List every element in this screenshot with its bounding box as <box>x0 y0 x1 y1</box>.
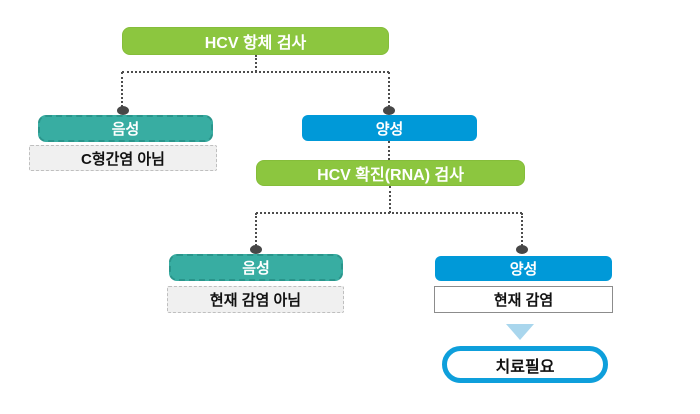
connector-positive-to-rna <box>388 141 390 160</box>
rna-positive-box: 양성 <box>435 256 612 281</box>
connector-level2-left <box>255 213 257 246</box>
rna-positive-result-box: 현재 감염 <box>434 286 613 313</box>
rna-negative-box: 음성 <box>169 254 343 281</box>
down-arrow-icon <box>506 324 534 340</box>
connector-dot-icon <box>516 245 528 254</box>
connector-level1-right <box>388 72 390 107</box>
connector-level1-branch <box>122 71 389 73</box>
antibody-negative-box: 음성 <box>38 115 213 142</box>
connector-dot-icon <box>117 106 129 115</box>
hcv-antibody-test-box: HCV 항체 검사 <box>122 27 389 55</box>
connector-root-stem <box>254 55 257 72</box>
connector-dot-icon <box>250 245 262 254</box>
connector-level2-right <box>521 213 523 246</box>
hcv-rna-test-box: HCV 확진(RNA) 검사 <box>256 160 525 186</box>
antibody-negative-result-box: C형간염 아님 <box>29 145 217 171</box>
antibody-positive-box: 양성 <box>302 115 477 141</box>
treatment-needed-oval: 치료필요 <box>442 346 608 383</box>
connector-level1-left <box>121 72 123 107</box>
connector-rna-stem <box>389 186 391 213</box>
rna-negative-result-box: 현재 감염 아님 <box>167 286 344 313</box>
connector-level2-branch <box>256 212 522 214</box>
connector-dot-icon <box>383 106 395 115</box>
